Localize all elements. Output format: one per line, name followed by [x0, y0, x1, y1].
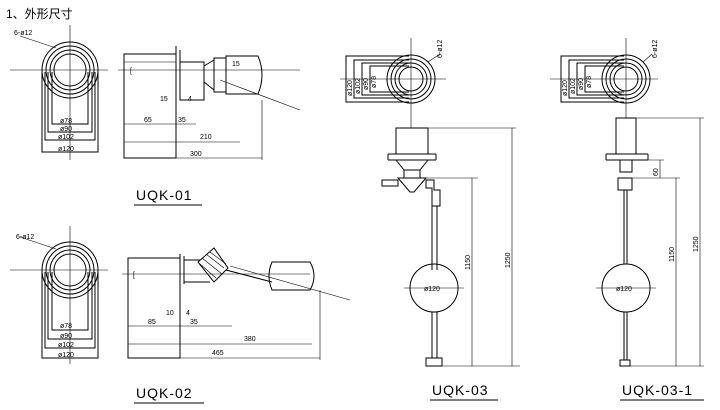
uqk-01-dim-210: 210 [200, 134, 212, 141]
uqk-02-flange-front-view: 6-ø12 ø78 ø90 ø102 ø120 [10, 226, 108, 364]
uqk-02-label: UQK-02 [136, 385, 193, 401]
uqk-01-dim-15a: 15 [232, 61, 240, 68]
uqk-01-label: UQK-01 [136, 187, 193, 203]
uqk-02-drawing: 6-ø12 ø78 ø90 ø102 ø120 [ 10 4 85 [10, 226, 351, 404]
uqk-01-dim-4: 4 [188, 96, 192, 103]
uqk-03-dim-1150: 1150 [465, 255, 472, 270]
uqk-01-dim-d102: ø102 [58, 134, 74, 141]
uqk-03-1-dim-d90: ø90 [578, 78, 585, 90]
uqk-01-flange-front-view: 6-ø12 ø78 ø90 ø102 ø120 [10, 25, 108, 160]
uqk-03-dim-d102: ø102 [355, 78, 362, 94]
uqk-02-dim-4: 4 [186, 310, 190, 317]
uqk-03-1-flange-top-view: 6-ø12 ø120 ø102 ø90 ø78 [550, 38, 659, 118]
uqk-01-dim-15b: 15 [160, 96, 168, 103]
uqk-02-dim-85: 85 [148, 319, 156, 326]
uqk-02-dim-380: 380 [244, 336, 256, 343]
uqk-03-dim-1250: 1250 [505, 252, 512, 268]
uqk-03-dim-d90: ø90 [363, 78, 370, 90]
uqk-03-front-view: ø120 1150 1250 [381, 118, 520, 367]
uqk-03-1-dim-d78: ø78 [586, 76, 593, 88]
uqk-03-1-dim-60: 60 [653, 168, 660, 176]
svg-text:[: [ [133, 272, 135, 279]
uqk-02-dim-d90: ø90 [60, 333, 72, 340]
uqk-01-dim-d120: ø120 [58, 146, 74, 153]
uqk-03-dim-d78: ø78 [371, 76, 378, 88]
uqk-01-drawing: 6-ø12 ø78 ø90 ø102 ø120 [ 15 15 4 65 [10, 25, 301, 206]
uqk-01-dim-d90: ø90 [60, 126, 72, 133]
uqk-03-1-front-view: ø120 60 1150 1250 [596, 117, 704, 367]
uqk-01-dim-65: 65 [144, 117, 152, 124]
uqk-02-dim-35: 35 [190, 319, 198, 326]
uqk-03-drawing: 6-ø12 ø120 ø102 ø90 ø78 ø120 [340, 38, 520, 401]
uqk-03-dim-d120: ø120 [347, 80, 354, 96]
uqk-01-side-view: [ 15 15 4 65 35 210 300 [118, 46, 301, 160]
uqk-03-1-dim-d102: ø102 [570, 78, 577, 94]
uqk-03-hole-label: 6-ø12 [437, 40, 444, 58]
uqk-01-dim-300: 300 [190, 151, 202, 158]
uqk-02-dim-d78: ø78 [60, 323, 72, 330]
uqk-01-dim-35: 35 [178, 117, 186, 124]
uqk-03-1-hole-label: 6-ø12 [652, 40, 659, 58]
section-heading: 1、外形尺寸 [6, 7, 73, 21]
uqk-03-1-dim-d120: ø120 [562, 80, 569, 96]
uqk-02-dim-10: 10 [166, 310, 174, 317]
svg-text:[: [ [130, 68, 132, 75]
uqk-01-hole-label: 6-ø12 [14, 30, 32, 37]
uqk-02-side-view: [ 10 4 85 35 380 465 [122, 247, 351, 360]
uqk-02-hole-label: 6-ø12 [16, 234, 34, 241]
uqk-01-dim-d78: ø78 [60, 118, 72, 125]
uqk-02-dim-465: 465 [212, 350, 224, 357]
uqk-03-label: UQK-03 [432, 382, 489, 398]
uqk-03-1-drawing: 6-ø12 ø120 ø102 ø90 ø78 ø120 [550, 38, 704, 401]
uqk-02-dim-d102: ø102 [58, 342, 74, 349]
uqk-03-dim-float: ø120 [424, 286, 440, 293]
uqk-03-1-label: UQK-03-1 [622, 382, 693, 398]
uqk-03-1-dim-1250: 1250 [693, 236, 700, 252]
uqk-03-1-dim-float: ø120 [616, 286, 632, 293]
uqk-03-flange-top-view: 6-ø12 ø120 ø102 ø90 ø78 [340, 38, 446, 118]
uqk-02-dim-d120: ø120 [58, 352, 74, 359]
uqk-03-1-dim-1150: 1150 [669, 247, 676, 262]
